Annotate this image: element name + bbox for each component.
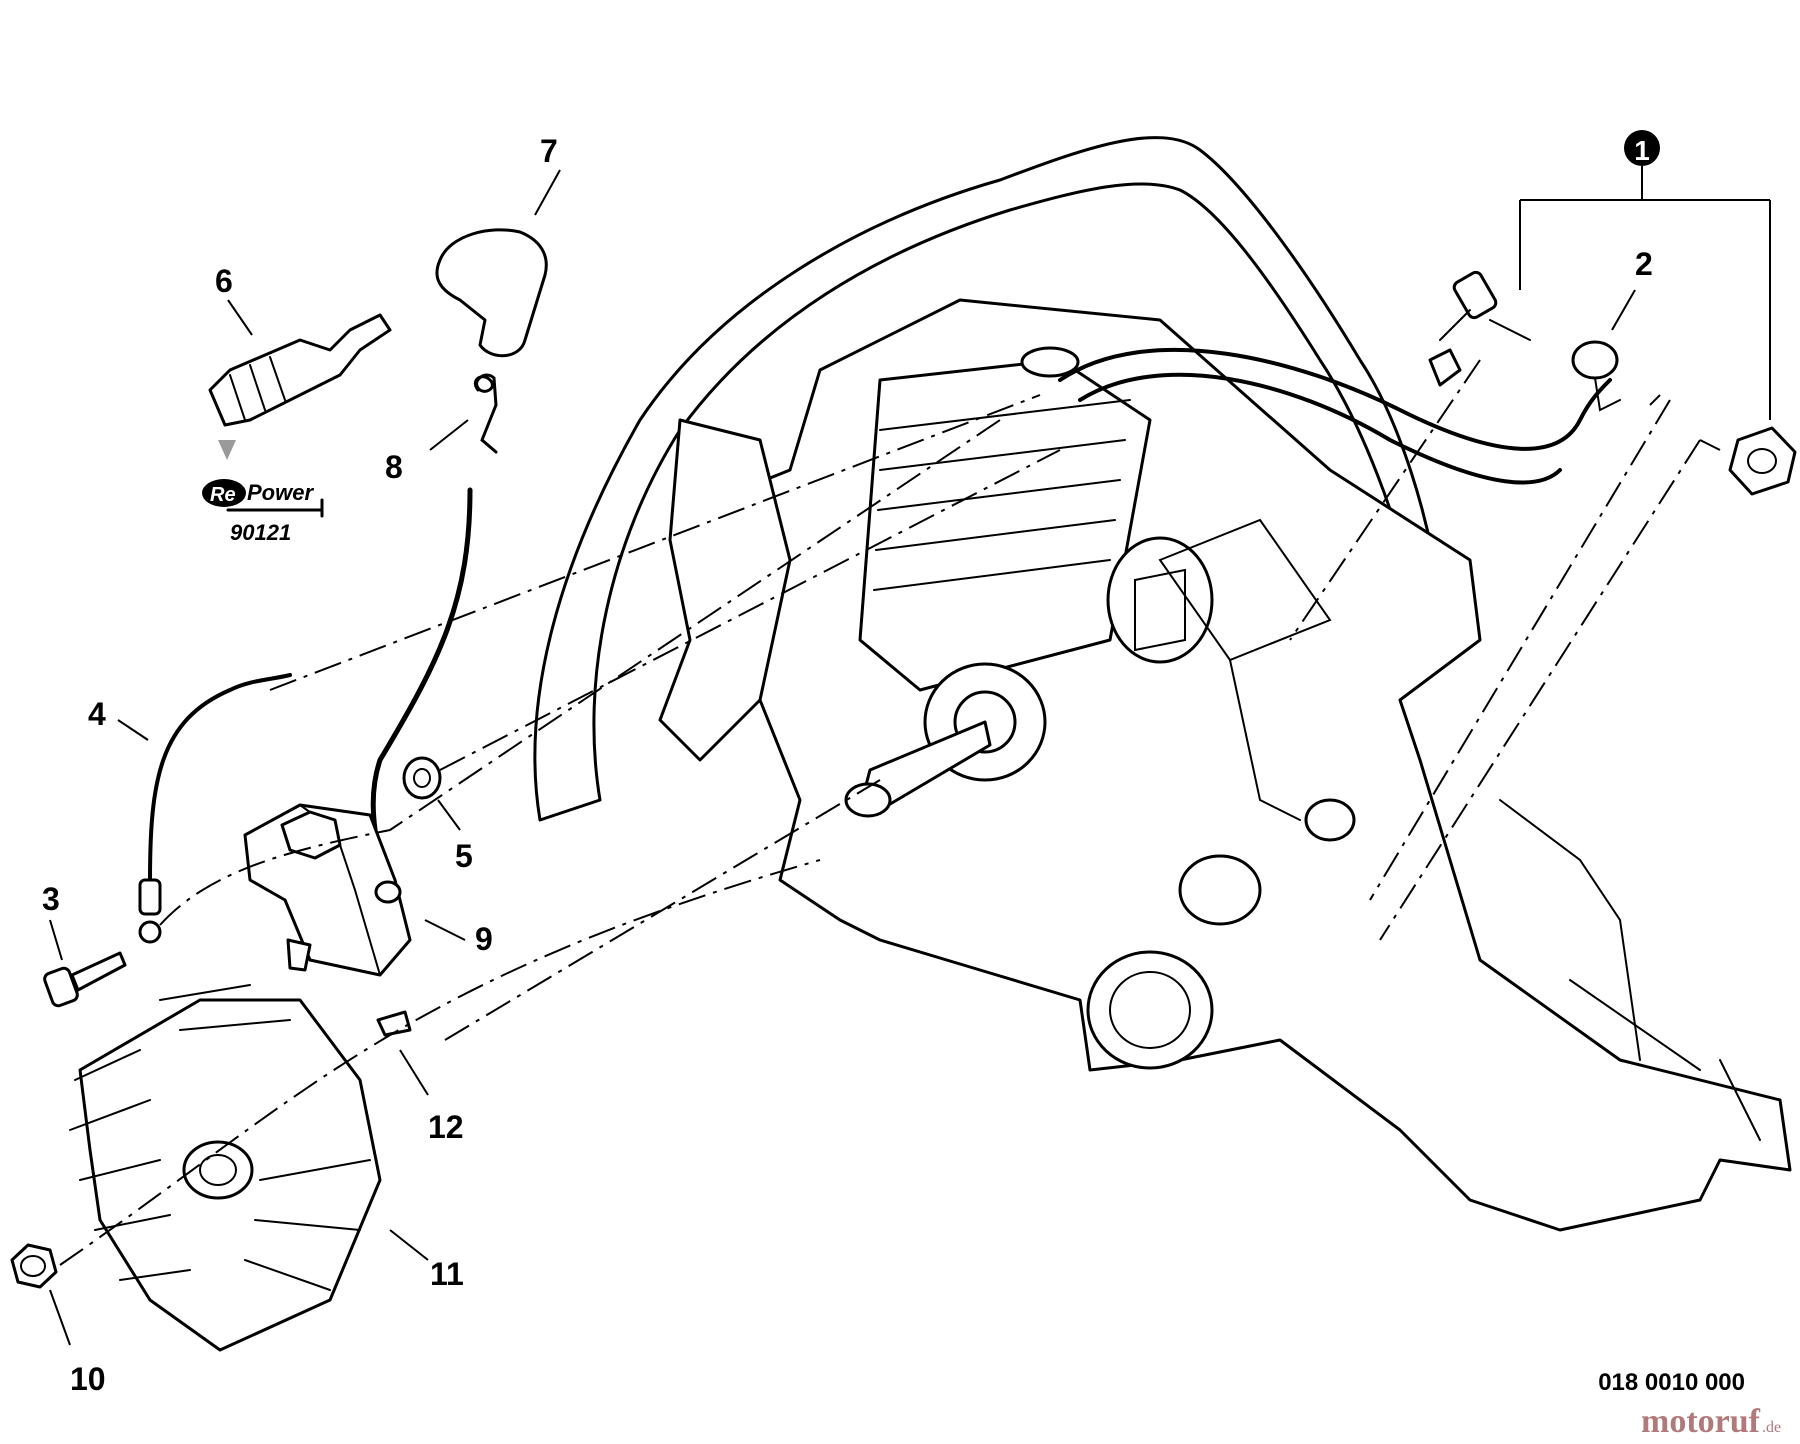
callout-1: 1 (1634, 135, 1650, 166)
part-1-switch-assembly: 1 (1428, 130, 1771, 420)
callout-9: 9 (475, 921, 493, 957)
part-8-spring: 8 (385, 373, 498, 485)
callout-10: 10 (70, 1361, 106, 1397)
engine-housing (533, 136, 1792, 1232)
part-3-screw: 3 (42, 881, 127, 1008)
part-6-spark-plug: 6 (208, 263, 392, 460)
drawing-code: 018 0010 000 (1598, 1369, 1745, 1396)
assembly-lines (59, 359, 1701, 1266)
part-2-ring: 2 (1571, 246, 1653, 412)
assembly-marker-icon (1624, 130, 1660, 166)
callout-12: 12 (428, 1109, 464, 1145)
repower-logo-prefix: Re (210, 484, 236, 506)
callout-3: 3 (42, 881, 60, 917)
watermark-domain: .de (1762, 1419, 1781, 1436)
callout-2: 2 (1635, 246, 1653, 282)
down-arrow-icon (218, 440, 236, 460)
callout-7: 7 (540, 133, 558, 169)
callout-6: 6 (215, 263, 233, 299)
callout-5: 5 (455, 838, 473, 874)
part-11-flywheel: 11 (69, 984, 464, 1352)
callout-4: 4 (88, 696, 106, 732)
callout-11: 11 (430, 1256, 464, 1292)
part-5-sleeve: 5 (402, 756, 473, 874)
ignition-cables (1058, 347, 1612, 485)
part-12-key: 12 (376, 1010, 464, 1145)
callout-8: 8 (385, 449, 403, 485)
repower-logo: Re Power 90121 (202, 479, 324, 545)
part-7-boot: 7 (435, 133, 561, 358)
watermark-text: motoruf (1641, 1403, 1761, 1440)
part-9-ignition-module: 9 (243, 487, 493, 977)
repower-logo-text: Power (247, 480, 314, 505)
part-4-cable: 4 (88, 673, 292, 944)
repower-number: 90121 (230, 520, 291, 545)
part-10-flywheel-nut: 10 (10, 1243, 106, 1397)
hex-nut (1649, 394, 1797, 496)
